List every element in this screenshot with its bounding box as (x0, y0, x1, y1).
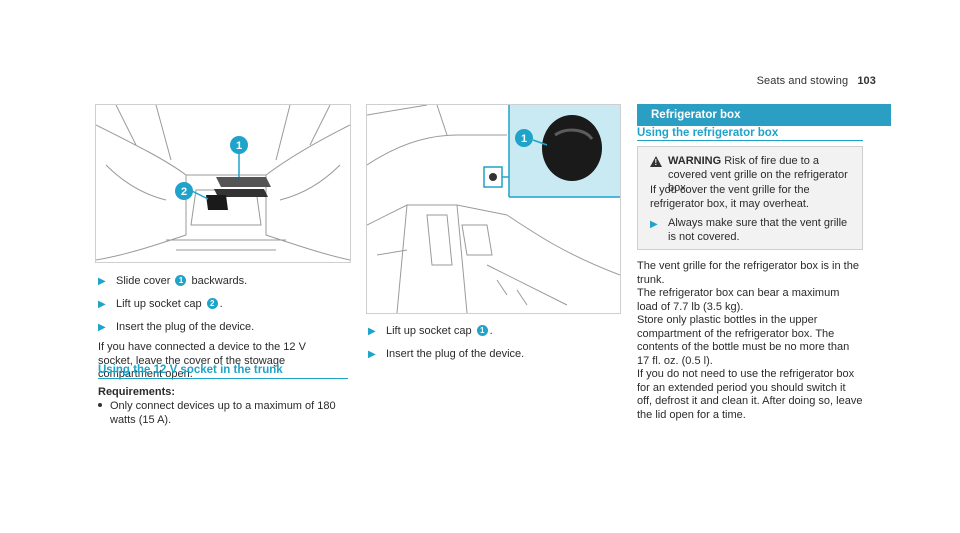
section-rule (98, 378, 348, 379)
middle-steps: ▶ Lift up socket cap 1. ▶ Insert the plu… (368, 324, 618, 362)
console-socket-figure: 1 2 (95, 104, 351, 263)
socket-note: If you have connected a device to the 12… (98, 341, 306, 380)
step-insert-plug: ▶ Insert the plug of the device. (98, 321, 255, 333)
console-illustration: 1 2 (96, 105, 350, 261)
warning-body: If you cover the vent grille for the ref… (650, 184, 810, 210)
trunk-illustration: 1 (367, 105, 620, 313)
callout-1: 1 (236, 140, 242, 152)
step-insert-plug-trunk: ▶ Insert the plug of the device. (368, 348, 525, 360)
warning-headline: WARNING Risk of fire due to a covered ve… (668, 155, 848, 194)
step-lift-cap: ▶ Lift up socket cap 2. (98, 298, 223, 310)
step-arrow-icon: ▶ (98, 299, 106, 310)
warning-action: ▶ Always make sure that the vent grille … (650, 217, 848, 243)
warning-box: ! WARNING Risk of fire due to a covered … (637, 146, 863, 250)
requirements-label: Requirements: (98, 386, 176, 398)
section-name: Seats and stowing (756, 75, 849, 87)
step-slide-cover: ▶ Slide cover 1 backwards. (98, 275, 248, 287)
step-arrow-icon: ▶ (368, 349, 376, 360)
paragraph-load: The refrigerator box can bear a maximum … (637, 287, 840, 313)
trunk-socket-figure: 1 (366, 104, 621, 314)
requirements: Requirements: Only connect devices up to… (98, 386, 348, 427)
bullet-icon (98, 403, 102, 407)
callout-badge-2: 2 (206, 298, 218, 309)
requirement-item: Only connect devices up to a maximum of … (98, 400, 348, 427)
warning-triangle-icon: ! (650, 156, 662, 170)
section-rule (637, 140, 863, 141)
step-arrow-icon: ▶ (98, 322, 106, 333)
callout-1: 1 (521, 133, 527, 145)
paragraph-bottles: Store only plastic bottles in the upper … (637, 314, 850, 367)
step-arrow-icon: ▶ (650, 219, 658, 230)
step-arrow-icon: ▶ (368, 326, 376, 337)
step-lift-cap-trunk: ▶ Lift up socket cap 1. (368, 325, 493, 337)
running-header: Seats and stowing 103 (757, 75, 876, 87)
callout-2: 2 (181, 186, 187, 198)
callout-badge-1: 1 (175, 275, 187, 286)
page-number: 103 (857, 75, 876, 87)
refrigerator-text: The vent grille for the refrigerator box… (637, 260, 863, 422)
step-arrow-icon: ▶ (98, 276, 106, 287)
paragraph-vent: The vent grille for the refrigerator box… (637, 260, 859, 286)
refrigerator-bar-title: Refrigerator box (637, 104, 891, 126)
paragraph-storage: If you do not need to use the refrigerat… (637, 368, 863, 421)
trunk-socket-title: Using the 12 V socket in the trunk (98, 364, 283, 376)
callout-badge-1: 1 (476, 325, 488, 336)
left-steps: ▶ Slide cover 1 backwards. ▶ Lift up soc… (98, 274, 348, 382)
refrigerator-section-title: Using the refrigerator box (637, 127, 779, 139)
